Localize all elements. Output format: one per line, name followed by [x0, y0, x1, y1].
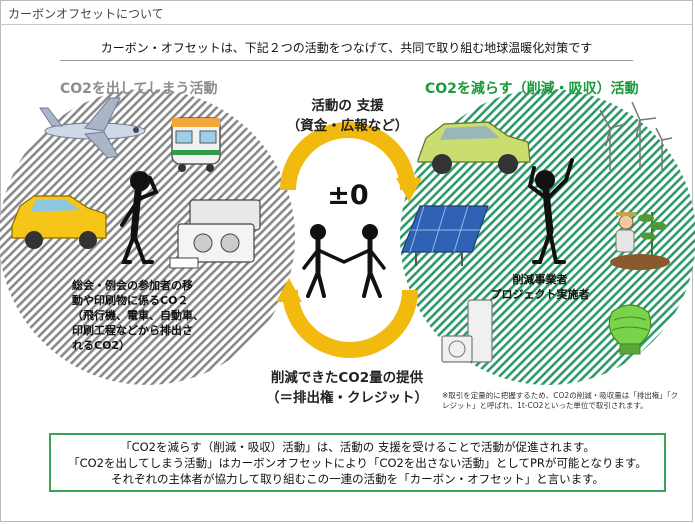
- emission-description-line: 動や印刷物に係るCO２: [72, 294, 189, 307]
- credit-label-line: （＝排出権・クレジット）: [266, 390, 428, 406]
- reduction-description-line: 削減事業者: [512, 273, 568, 286]
- emission-activities-heading: CO2を出してしまう活動: [60, 81, 218, 97]
- emission-description-line: （飛行機、電車、自動車、: [72, 309, 204, 322]
- cheering-person-icon: [527, 158, 574, 264]
- eco-car-icon: [417, 121, 531, 174]
- emission-activities-circle: [0, 89, 295, 385]
- eco-bulb-icon: [608, 304, 652, 355]
- summary-line: 「CO2を減らす（削減・吸収）活動」は、活動の 支援を受けることで活動が促進され…: [120, 440, 595, 454]
- summary-line: 「CO2を出してしまう活動」はカーボンオフセットにより「CO2を出さない活動」と…: [68, 456, 647, 470]
- train-icon: [171, 117, 221, 172]
- tree-planting-icon: [610, 212, 670, 270]
- printing-press-icon: [169, 199, 261, 269]
- title-divider: [0, 24, 693, 25]
- support-label-line: （資金・広報など）: [286, 118, 409, 134]
- credit-footnote: ※取引を定量的に把握するため、CO2の削減・吸収量は「排出権」「クレジット」と呼…: [442, 391, 678, 410]
- eco-appliance-icon: [441, 299, 493, 363]
- subtitle: カーボン・オフセットは、下記２つの活動をつなげて、共同で取り組む地球温暖化対策で…: [100, 41, 593, 55]
- emission-description-line: れるCO2）: [72, 339, 131, 352]
- credit-label: 削減できたCO2量の提供 （＝排出権・クレジット）: [232, 368, 462, 408]
- summary-line: それぞれの主体者が協力して取り組むこの一連の活動を「カーボン・オフセット」と言い…: [111, 472, 604, 486]
- support-arrow-icon: [280, 122, 422, 202]
- support-label-line: 活動の 支援: [311, 98, 384, 114]
- page-title: カーボンオフセットについて: [8, 7, 164, 21]
- airplane-icon: [39, 97, 146, 159]
- reduction-activities-heading: CO2を減らす（削減・吸収）活動: [425, 81, 639, 97]
- support-label: 活動の 支援 （資金・広報など）: [260, 96, 435, 136]
- reduction-description-line: プロジェクト実施者: [490, 288, 590, 301]
- reduction-description: 削減事業者 プロジェクト実施者: [470, 272, 610, 302]
- thinking-person-icon: [120, 171, 159, 264]
- solar-panel-icon: [401, 205, 489, 266]
- wind-turbine-icon: [599, 101, 673, 170]
- emission-description-line: 印刷工程などから排出さ: [72, 324, 193, 337]
- credit-arrow-icon: [276, 278, 418, 358]
- emission-description: 総会・例会の参加者の移 動や印刷物に係るCO２ （飛行機、電車、自動車、 印刷工…: [72, 278, 244, 353]
- subtitle-underline: [60, 60, 633, 61]
- emission-description-line: 総会・例会の参加者の移: [72, 279, 193, 292]
- handshake-icon: [302, 224, 386, 298]
- summary-box: 「CO2を減らす（削減・吸収）活動」は、活動の 支援を受けることで活動が促進され…: [49, 433, 666, 492]
- credit-label-line: 削減できたCO2量の提供: [270, 370, 424, 386]
- car-icon: [11, 195, 107, 249]
- plus-minus-zero: ±0: [327, 180, 369, 211]
